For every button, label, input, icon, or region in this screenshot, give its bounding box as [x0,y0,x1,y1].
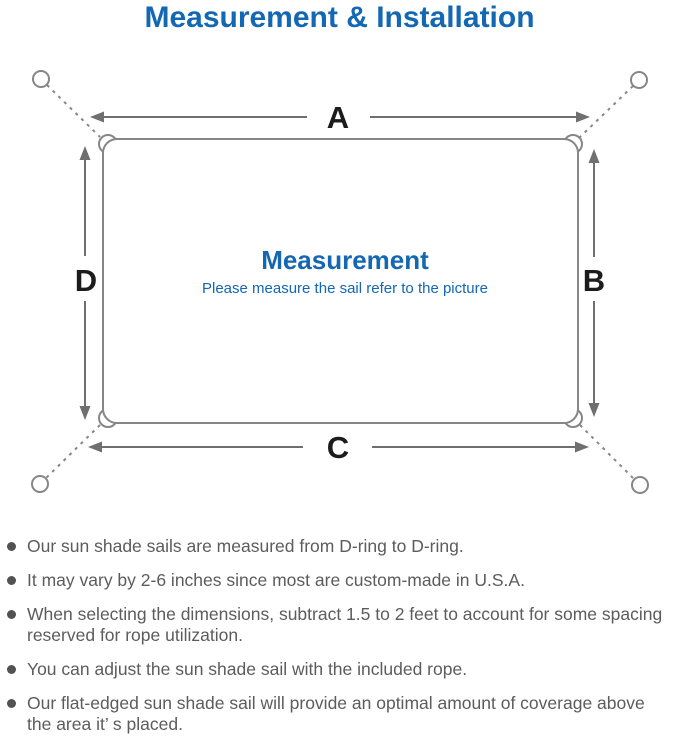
anchor-point-icon-top-right [630,71,648,89]
list-item: You can adjust the sun shade sail with t… [7,659,677,680]
list-item: Our sun shade sails are measured from D-… [7,536,677,557]
rope-dashed-line-top-right [579,85,634,138]
anchor-point-icon-bottom-right [631,476,649,494]
rope-dashed-line-bottom-right [579,424,635,480]
dimension-label-c: C [327,430,349,465]
anchor-point-icon-bottom-left [31,475,49,493]
page-title: Measurement & Installation [144,1,535,34]
bullet-icon [7,542,16,551]
bullet-icon [7,699,16,708]
note-text: You can adjust the sun shade sail with t… [27,659,677,680]
note-text: Our flat-edged sun shade sail will provi… [27,693,677,735]
note-text: It may vary by 2-6 inches since most are… [27,570,677,591]
shade-sail-outline [102,138,579,424]
note-text: When selecting the dimensions, subtract … [27,604,677,646]
list-item: When selecting the dimensions, subtract … [7,604,677,646]
rope-dashed-line-top-left [46,84,101,138]
dimension-arrow-b [588,149,600,417]
dimension-arrow-a [90,111,590,123]
dimension-label-a: A [327,100,349,135]
dimension-arrow-c [88,441,589,453]
note-line: When selecting the dimensions, subtract … [27,604,663,624]
bullet-icon [7,610,16,619]
note-text: Our sun shade sails are measured from D-… [27,536,677,557]
note-line: Our sun shade sails are measured from D-… [27,536,464,556]
diagram-subtitle: Please measure the sail refer to the pic… [202,280,488,297]
bullet-icon [7,576,16,585]
notes-list: Our sun shade sails are measured from D-… [7,536,677,739]
dimension-arrow-d [79,146,91,420]
note-line: reserved for rope utilization. [27,625,243,645]
rope-dashed-line-bottom-left [45,424,101,479]
note-line: Our flat-edged sun shade sail will provi… [27,693,645,713]
diagram-heading: Measurement [261,245,429,275]
dimension-label-d: D [75,263,97,298]
anchor-point-icon-top-left [32,70,50,88]
measurement-diagram-svg: A B C D Measurement Please measure the s… [31,70,649,494]
list-item: It may vary by 2-6 inches since most are… [7,570,677,591]
dimension-label-b: B [583,263,605,298]
measurement-diagram: A B C D Measurement Please measure the s… [0,45,679,520]
list-item: Our flat-edged sun shade sail will provi… [7,693,677,735]
note-line: You can adjust the sun shade sail with t… [27,659,468,679]
note-line: the area it’ s placed. [27,714,183,734]
bullet-icon [7,665,16,674]
note-line: It may vary by 2-6 inches since most are… [27,570,525,590]
